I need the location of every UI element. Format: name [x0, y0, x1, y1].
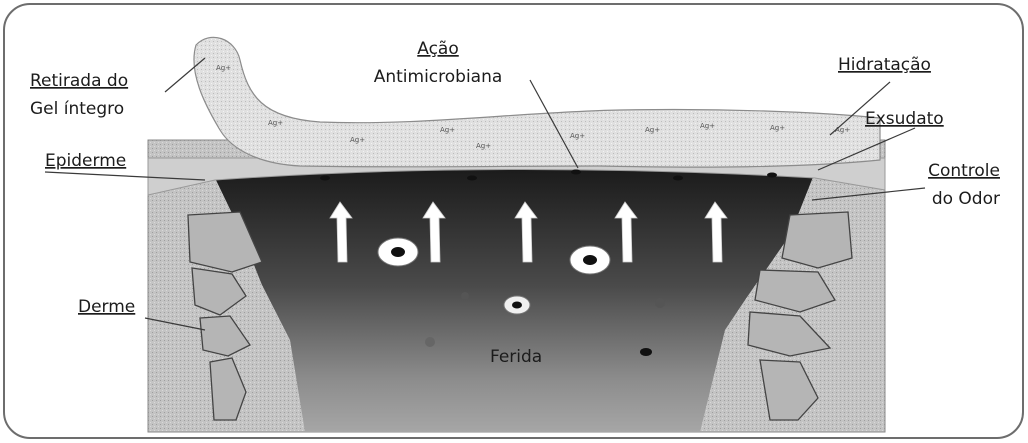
- svg-text:Ag+: Ag+: [476, 142, 491, 150]
- svg-text:Ag+: Ag+: [570, 132, 585, 140]
- svg-text:Ag+: Ag+: [645, 126, 660, 134]
- label-acao-line1: Ação: [417, 39, 459, 59]
- label-controle-line1: Controle: [928, 161, 1000, 181]
- label-retirada-line2: Gel íntegro: [30, 99, 124, 119]
- label-retirada-line1: Retirada do: [30, 71, 128, 91]
- label-acao-line2: Antimicrobiana: [374, 67, 503, 87]
- svg-text:Ag+: Ag+: [216, 64, 231, 72]
- svg-text:Ag+: Ag+: [440, 126, 455, 134]
- label-hidratacao: Hidratação: [838, 55, 931, 75]
- svg-text:Ag+: Ag+: [770, 124, 785, 132]
- label-epiderme: Epiderme: [45, 151, 126, 171]
- svg-text:Ag+: Ag+: [835, 126, 850, 134]
- label-controle-line2: do Odor: [932, 189, 1000, 209]
- svg-text:Ag+: Ag+: [350, 136, 365, 144]
- label-derme: Derme: [78, 297, 135, 317]
- svg-text:Ag+: Ag+: [268, 119, 283, 127]
- label-ferida: Ferida: [490, 347, 542, 367]
- svg-text:Ag+: Ag+: [700, 122, 715, 130]
- label-exsudato: Exsudato: [865, 109, 944, 129]
